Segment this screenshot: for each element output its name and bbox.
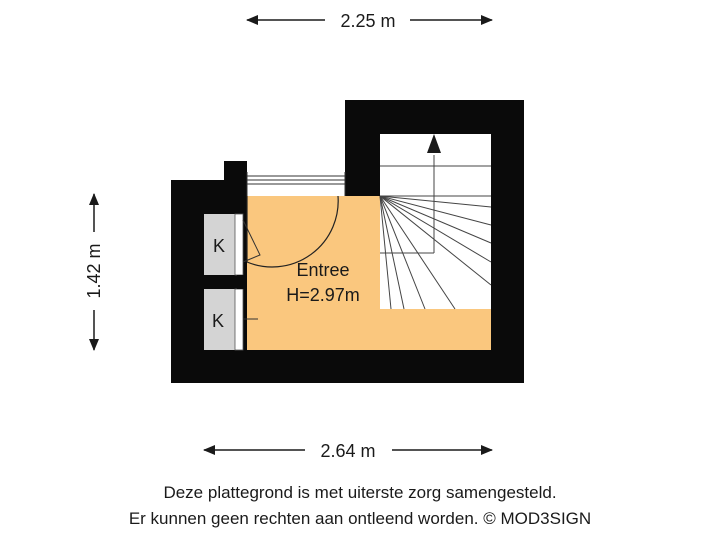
closet-lower-label: K	[212, 311, 224, 331]
stair-treads	[379, 155, 492, 310]
dimension-bottom-label: 2.64 m	[320, 441, 375, 461]
footer-disclaimer-line-1: Deze plattegrond is met uiterste zorg sa…	[163, 483, 557, 502]
stair-direction-arrow	[427, 134, 441, 153]
closet-divider	[237, 275, 247, 289]
dimension-top: 2.25 m	[246, 11, 493, 31]
door-frame-lines	[246, 172, 346, 196]
closet-upper	[204, 214, 235, 275]
dimension-top-label: 2.25 m	[340, 11, 395, 31]
closet-upper-swing	[242, 219, 261, 263]
dimension-left-label: 1.42 m	[84, 243, 104, 298]
room-entree	[247, 196, 491, 350]
dimension-left: 1.42 m	[84, 193, 104, 351]
closet-lower	[204, 289, 235, 350]
closet-upper-label: K	[213, 236, 225, 256]
dimension-bottom: 2.64 m	[203, 441, 493, 461]
room-name: Entree	[296, 260, 349, 280]
entrance-door	[246, 195, 339, 268]
room-height: H=2.97m	[286, 285, 360, 305]
footer-disclaimer-line-2: Er kunnen geen rechten aan ontleend word…	[128, 509, 592, 528]
